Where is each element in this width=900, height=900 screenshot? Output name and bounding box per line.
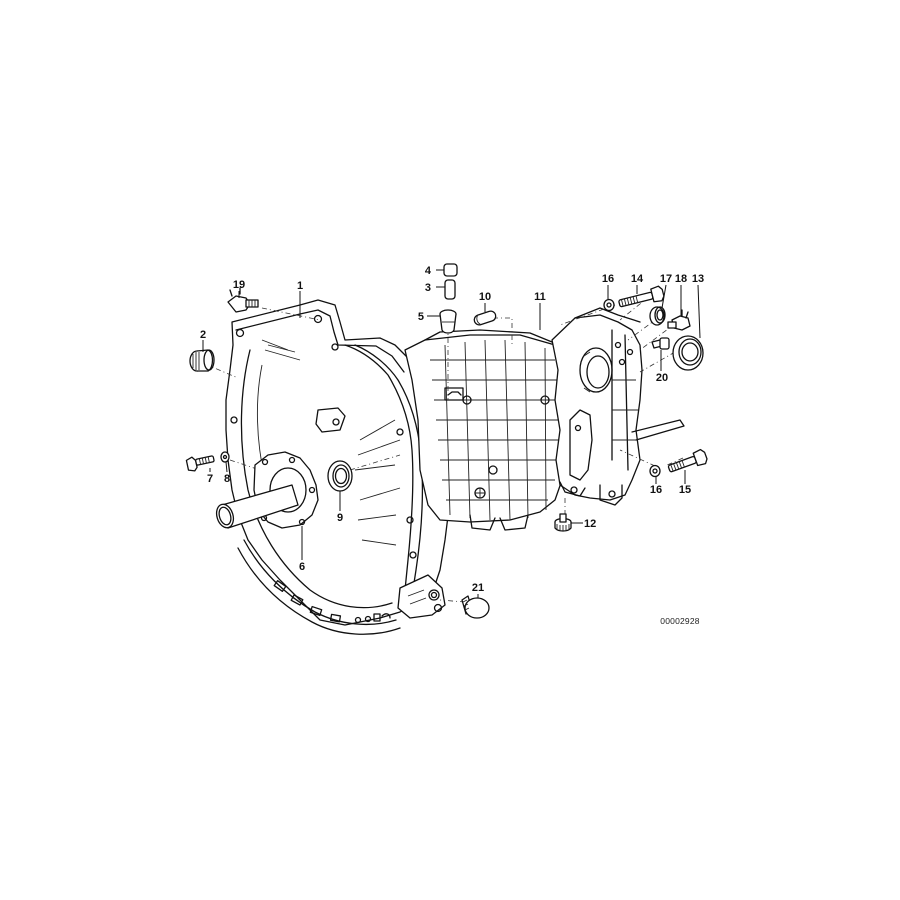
part-4-cap[interactable] [443,263,458,277]
callout-leaders [202,269,701,598]
callout-1: 1 [297,280,303,292]
part-19-sensor[interactable] [227,287,259,313]
rear-housing[interactable] [551,307,685,506]
part-2-plug[interactable] [189,349,215,372]
callout-12: 12 [584,518,596,530]
callout-9: 9 [337,512,343,524]
callout-2: 2 [200,329,206,341]
callout-6: 6 [299,561,305,573]
callout-16-top: 16 [602,273,614,285]
part-9-shaft-seal[interactable] [327,460,353,492]
callout-5: 5 [418,311,424,323]
callout-13: 13 [692,273,704,285]
callout-7: 7 [207,473,213,485]
callout-18: 18 [675,273,687,285]
callout-16-bottom: 16 [650,484,662,496]
callout-19: 19 [233,279,245,291]
callout-11: 11 [534,291,546,303]
part-13-radial-seal[interactable] [672,335,704,371]
callout-4: 4 [425,265,432,277]
callout-labels: 1 2 3 4 5 6 7 8 9 10 11 12 13 14 15 16 1… [200,265,704,594]
callout-15: 15 [679,484,691,496]
part-8-washer[interactable] [220,451,230,463]
part-15-bolt[interactable] [667,448,709,476]
gearbox-main-case[interactable] [404,329,569,531]
part-17-seal[interactable] [649,306,666,326]
callout-20: 20 [656,372,668,384]
callout-3: 3 [425,282,431,294]
callout-14: 14 [631,273,644,285]
part-18-switch[interactable] [667,309,691,331]
callout-10: 10 [479,291,491,303]
part-20-plug-screw[interactable] [651,337,670,350]
callout-21: 21 [472,582,484,594]
part-3-pin[interactable] [444,279,456,300]
part-16-washer-top[interactable] [603,298,615,312]
part-6-guide-sleeve[interactable] [214,451,319,530]
part-12-drain-plug[interactable] [554,513,572,532]
diagram-reference-number: 00002928 [660,616,699,626]
callout-8: 8 [224,473,230,485]
part-16-washer-bottom[interactable] [649,464,661,478]
part-10-dowel[interactable] [473,310,497,326]
part-7-bolt[interactable] [185,453,215,472]
callout-17: 17 [660,273,672,285]
part-21-cap[interactable] [461,595,490,619]
part-5-sleeve[interactable] [439,309,457,334]
